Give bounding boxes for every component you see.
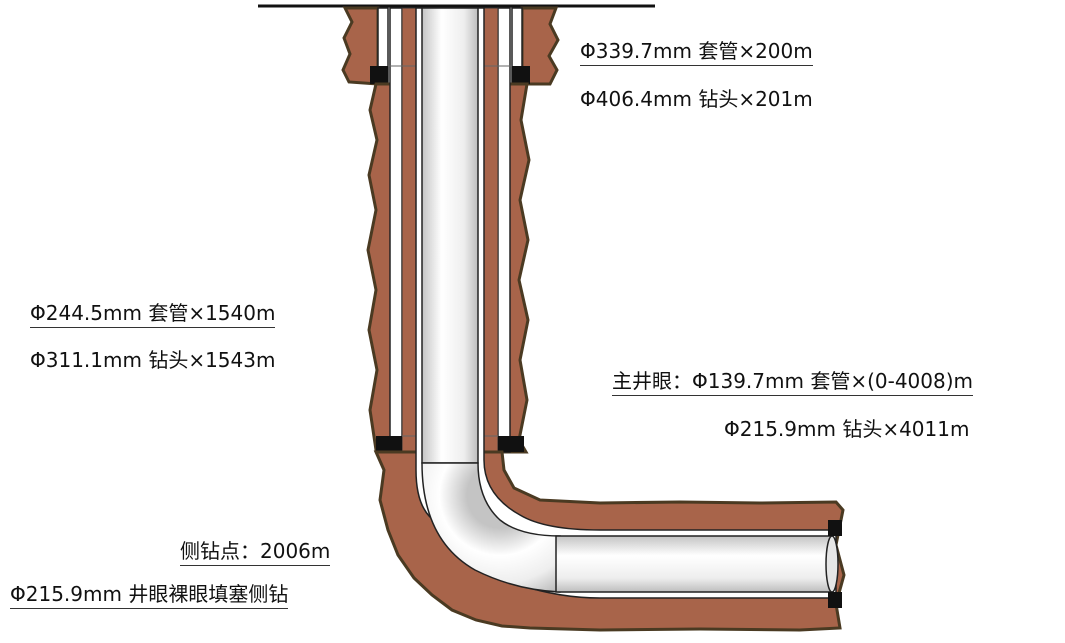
intermediate-shoe-right [498,436,524,452]
surface-bit-label: Φ406.4mm 钻头×201m [580,87,813,111]
surface-hole-wall-right [520,6,560,86]
intermediate-shoe-left [376,436,402,452]
intermediate-casing-left [389,7,403,453]
tubing-horizontal [555,535,833,593]
sidetrack-method-label: Φ215.9mm 井眼裸眼填塞侧钻 [10,581,289,609]
intermediate-bit-label: Φ311.1mm 钻头×1543m [30,348,276,372]
production-shoe-bottom [828,592,842,608]
main-bit-label: Φ215.9mm 钻头×4011m [724,417,970,441]
surface-shoe-left [370,66,388,84]
intermediate-casing-label: Φ244.5mm 套管×1540m [30,300,276,328]
sidetrack-point-label: 侧钻点：2006m [180,538,331,566]
main-casing-label: 主井眼：Φ139.7mm 套管×(0-4008)m [612,368,974,396]
tubing-end-cap [825,535,839,593]
intermediate-cement-right [483,7,499,453]
surface-casing-label: Φ339.7mm 套管×200m [580,38,813,66]
surface-shoe-right [512,66,530,84]
tubing-vertical [421,7,479,464]
intermediate-cement-left [401,7,417,453]
intermediate-casing-right [497,7,511,453]
production-shoe-top [828,520,842,536]
